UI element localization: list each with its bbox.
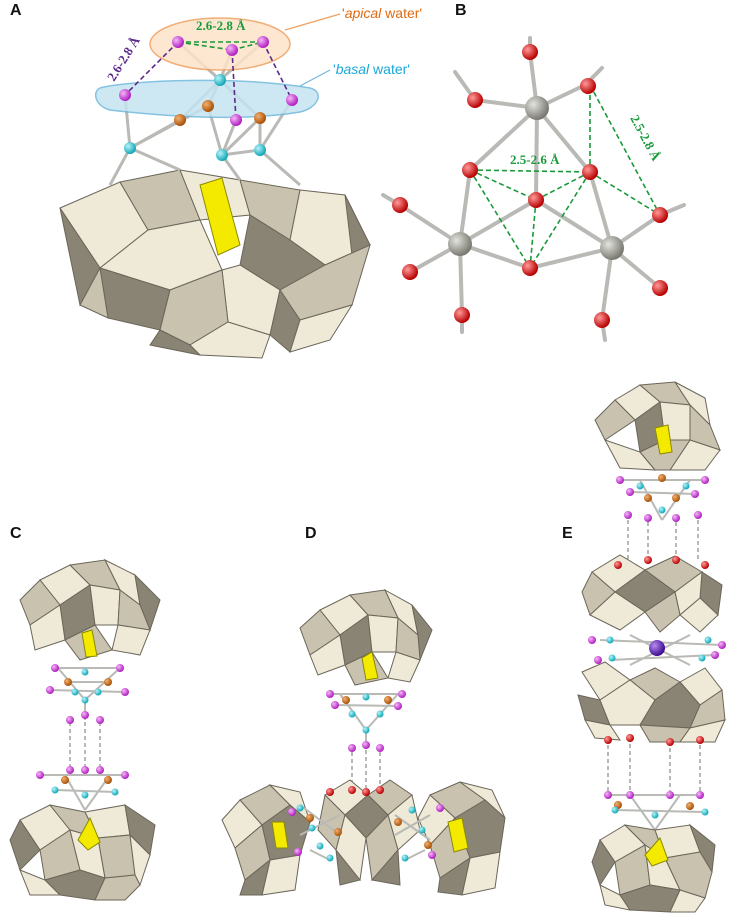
- apical-water-pointer: [284, 13, 341, 31]
- basal-water-label: 'basal water': [333, 61, 410, 77]
- oxygen-atom: [582, 164, 598, 180]
- bridging-oxygen-atom: [174, 114, 186, 126]
- panel-e-central-dimer: [577, 554, 726, 743]
- oxygen-atom: [652, 207, 668, 223]
- panel-c-top-linker: [49, 667, 126, 720]
- panel-d-interlinks: [351, 750, 381, 792]
- oxygen-atom: [522, 260, 538, 276]
- panel-a-apical-distance-label: 2.6-2.8 Å: [196, 18, 246, 33]
- panel-a-polyoxometalate-cluster: [59, 169, 371, 359]
- panel-d-right-cluster: [417, 781, 506, 896]
- panel-e-bottom-cluster: [591, 823, 716, 913]
- panel-b-distance-lines: [469, 84, 661, 269]
- panel-d-letter: D: [305, 525, 317, 542]
- basal-water-pointer: [299, 69, 331, 87]
- panel-c-top-cluster: [19, 558, 161, 661]
- panel-d-top-cluster: [299, 588, 433, 686]
- metal-atom: [600, 236, 624, 260]
- panel-c: [9, 558, 161, 901]
- oxygen-atom: [528, 192, 544, 208]
- panel-e-upper-interlinks: [627, 520, 699, 560]
- panel-b-center-distance-label: 2.5-2.6 Å: [510, 152, 560, 167]
- panel-a-apical-water-ellipse: [149, 17, 291, 71]
- panel-c-bottom-cluster: [9, 803, 156, 901]
- panel-e-atoms-bottom: [604, 791, 709, 819]
- basal-water-atom: [286, 94, 298, 106]
- panel-b-bonds: [381, 36, 686, 342]
- panel-b-side-distance-label: 2.5-2.8 Å: [627, 112, 664, 163]
- oxygen-atom: [467, 92, 483, 108]
- panel-d: [221, 588, 506, 896]
- panel-c-letter: C: [10, 525, 22, 542]
- panel-d-left-cluster: [221, 784, 312, 896]
- apical-water-atom: [226, 44, 238, 56]
- panel-a-distance-lines: [124, 41, 293, 121]
- panel-a-letter: A: [10, 2, 22, 19]
- panel-d-center-cluster: [317, 779, 421, 886]
- panel-d-atoms-center: [288, 786, 444, 862]
- panel-b-letter: B: [455, 2, 467, 19]
- panel-e-letter: E: [562, 525, 573, 542]
- panel-e: [577, 381, 726, 913]
- panel-c-atoms-top: [46, 664, 129, 724]
- bridging-oxygen-atom: [202, 100, 214, 112]
- panel-a-basal-water-ellipse: [94, 79, 319, 119]
- panel-a-side-distance-label: 2.6-2.8 Å: [104, 33, 143, 83]
- apical-water-atom: [172, 36, 184, 48]
- basal-water-atom: [119, 89, 131, 101]
- panel-e-bottom-linker: [608, 794, 706, 831]
- panel-e-top-linker: [620, 479, 705, 521]
- panel-b-atoms: [392, 44, 668, 328]
- panel-c-interlinks: [69, 722, 101, 768]
- metal-atom: [448, 232, 472, 256]
- metal-atom: [525, 96, 549, 120]
- metal-atom: [216, 149, 228, 161]
- panel-e-atoms-top: [616, 474, 709, 522]
- oxygen-atom: [522, 44, 538, 60]
- oxygen-atom: [580, 78, 596, 94]
- oxygen-atom: [462, 162, 478, 178]
- panel-d-atoms-top: [326, 690, 406, 752]
- panel-e-lower-interlinks: [607, 744, 701, 792]
- metal-atom: [254, 144, 266, 156]
- metal-atom: [214, 74, 226, 86]
- basal-water-atom: [230, 114, 242, 126]
- oxygen-atom: [454, 307, 470, 323]
- panel-b: 2.5-2.6 Å 2.5-2.8 Å: [381, 36, 686, 342]
- oxygen-atom: [402, 264, 418, 280]
- central-cation: [649, 640, 665, 656]
- panel-e-central-atoms: [588, 556, 726, 746]
- oxygen-atom: [652, 280, 668, 296]
- panel-e-top-cluster: [594, 381, 721, 471]
- metal-atom: [124, 142, 136, 154]
- panel-a-atoms: [119, 36, 298, 161]
- apical-water-label: 'apical water': [342, 5, 422, 21]
- oxygen-atom: [392, 197, 408, 213]
- bridging-oxygen-atom: [254, 112, 266, 124]
- panel-a-yellow-tetrahedron: [199, 177, 241, 256]
- panel-a: 2.6-2.8 Å 2.6-2.8 Å 'apical water' 'basa…: [59, 5, 422, 359]
- oxygen-atom: [594, 312, 610, 328]
- panel-c-atoms-bottom: [36, 766, 129, 799]
- apical-water-atom: [257, 36, 269, 48]
